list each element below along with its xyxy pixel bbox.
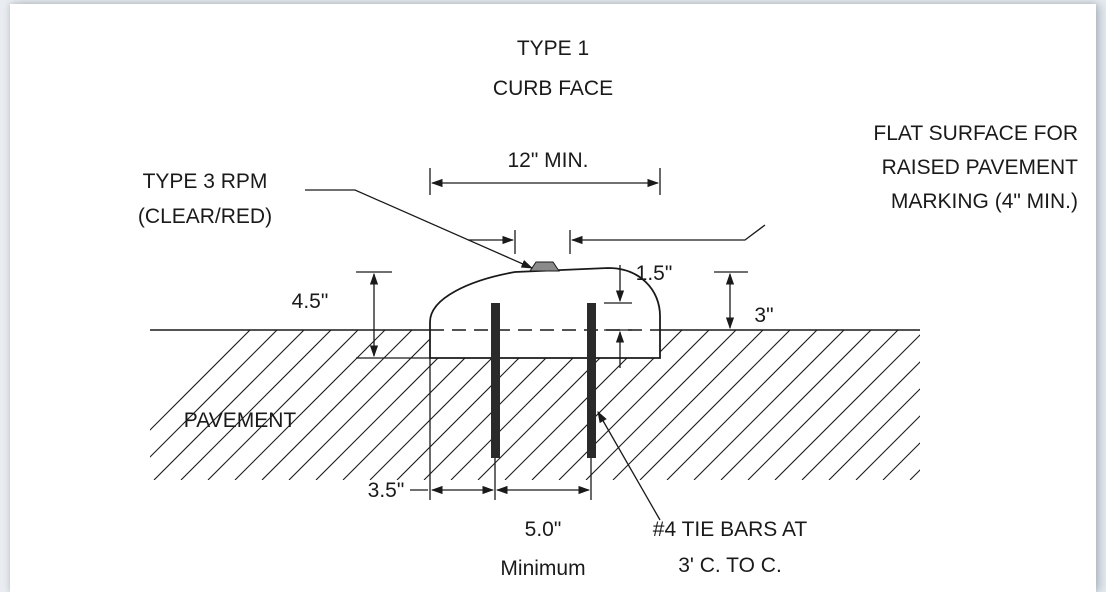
tie-bar-leader [597, 410, 661, 521]
bar-spacing-note: Minimum [500, 557, 585, 580]
hatch-line [558, 330, 710, 480]
hatch-line [261, 330, 413, 480]
hatch-line [991, 330, 1106, 480]
hatch-line [153, 330, 305, 480]
hatch-line [774, 330, 920, 480]
hatch-line [288, 330, 440, 480]
title-line-2: CURB FACE [493, 77, 613, 100]
hatch-line [315, 330, 467, 480]
flat-surface-label-line-1: FLAT SURFACE FOR [873, 122, 1078, 145]
pavement-label: PAVEMENT [184, 409, 297, 432]
height-above-label: 3" [754, 304, 773, 327]
title-line-1: TYPE 1 [517, 37, 589, 60]
hatch-line [828, 330, 920, 480]
hatch-line [964, 330, 1106, 480]
hatch-line [855, 330, 920, 480]
hatch-line [585, 330, 737, 480]
bar-spacing-label: 5.0" [525, 518, 562, 541]
rpm-label-line-1: TYPE 3 RPM [143, 170, 268, 193]
hatch-line [693, 330, 845, 480]
flat-surface-leader [618, 224, 766, 241]
tie-bar-left [491, 303, 500, 458]
flat-surface-label-line-2: RAISED PAVEMENT [882, 156, 1079, 179]
hatch-line [477, 330, 629, 480]
hatch-line [150, 330, 278, 480]
hatch-line [396, 330, 548, 480]
hatch-line [801, 330, 920, 480]
hatch-line [342, 330, 494, 480]
edge-offset-label: 3.5" [368, 479, 405, 502]
hatch-line [612, 330, 764, 480]
rpm-label-line-2: (CLEAR/RED) [138, 205, 272, 228]
hatch-line [639, 330, 791, 480]
hatch-line [450, 330, 602, 480]
width-min-label: 12" MIN. [508, 149, 589, 172]
hatch-line [909, 330, 920, 480]
hatch-line [207, 330, 359, 480]
tie-bar-right [587, 303, 596, 458]
hatch-line [504, 330, 656, 480]
hatch-line [747, 330, 899, 480]
hatch-line [180, 330, 332, 480]
hatch-line [666, 330, 818, 480]
hatch-line [937, 330, 1087, 480]
tie-bars-label-line-2: 3' C. TO C. [678, 554, 782, 577]
hatch-line [882, 330, 920, 480]
rpm-leader [305, 189, 534, 269]
pavement-hatch [150, 330, 1106, 480]
flat-surface-label-line-3: MARKING (4" MIN.) [891, 190, 1078, 213]
raised-pavement-marker [529, 261, 560, 272]
height-total-label: 4.5" [292, 290, 329, 313]
embed-depth-label: 1.5" [636, 262, 673, 285]
hatch-line [150, 330, 251, 480]
hatch-line [720, 330, 872, 480]
hatch-line [234, 330, 386, 480]
tie-bars-label-line-1: #4 TIE BARS AT [653, 518, 808, 541]
curb-profile [429, 267, 661, 359]
